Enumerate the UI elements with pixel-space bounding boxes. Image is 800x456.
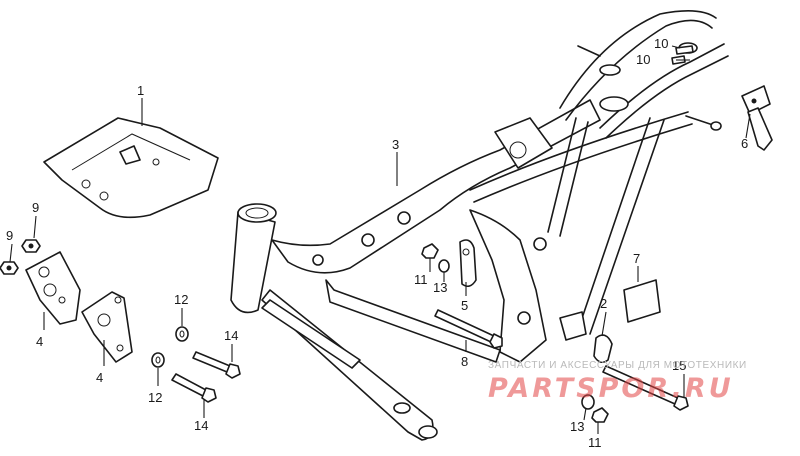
main-frame bbox=[230, 10, 729, 441]
callout-10-lower: 10 bbox=[636, 52, 650, 67]
callout-labels: 1 2 3 4 4 5 6 7 8 9 9 10 10 11 11 12 12 … bbox=[6, 36, 748, 450]
callout-13-upper: 13 bbox=[433, 280, 447, 295]
leader-lines bbox=[9, 45, 751, 434]
skid-plate bbox=[43, 117, 219, 219]
callout-10-upper: 10 bbox=[654, 36, 668, 51]
hardware bbox=[0, 45, 773, 423]
callout-9-lower: 9 bbox=[6, 228, 13, 243]
watermark: ЗАПЧАСТИ И АКСЕССУАРЫ ДЛЯ МОТОТЕХНИКИ PA… bbox=[488, 360, 788, 404]
callout-14-lower: 14 bbox=[194, 418, 208, 433]
callout-11-lower: 11 bbox=[588, 435, 602, 450]
callout-3: 3 bbox=[392, 137, 399, 152]
callout-13-lower: 13 bbox=[570, 419, 584, 434]
watermark-logo: PARTSPOR.RU bbox=[488, 373, 734, 404]
callout-4-right: 4 bbox=[96, 370, 103, 385]
callout-9-upper: 9 bbox=[32, 200, 39, 215]
callout-11-upper: 11 bbox=[414, 272, 428, 287]
callout-8: 8 bbox=[461, 354, 468, 369]
callout-15: 15 bbox=[672, 358, 686, 373]
callout-4-left: 4 bbox=[36, 334, 43, 349]
callout-1: 1 bbox=[137, 83, 144, 98]
callout-7: 7 bbox=[633, 251, 640, 266]
callout-5: 5 bbox=[461, 298, 468, 313]
callout-12-upper: 12 bbox=[174, 292, 188, 307]
callout-6: 6 bbox=[741, 136, 748, 151]
callout-14-upper: 14 bbox=[224, 328, 238, 343]
engine-hanger-plates bbox=[25, 251, 133, 363]
callout-12-lower: 12 bbox=[148, 390, 162, 405]
watermark-caption: ЗАПЧАСТИ И АКСЕССУАРЫ ДЛЯ МОТОТЕХНИКИ bbox=[488, 360, 747, 371]
callout-2: 2 bbox=[600, 296, 607, 311]
